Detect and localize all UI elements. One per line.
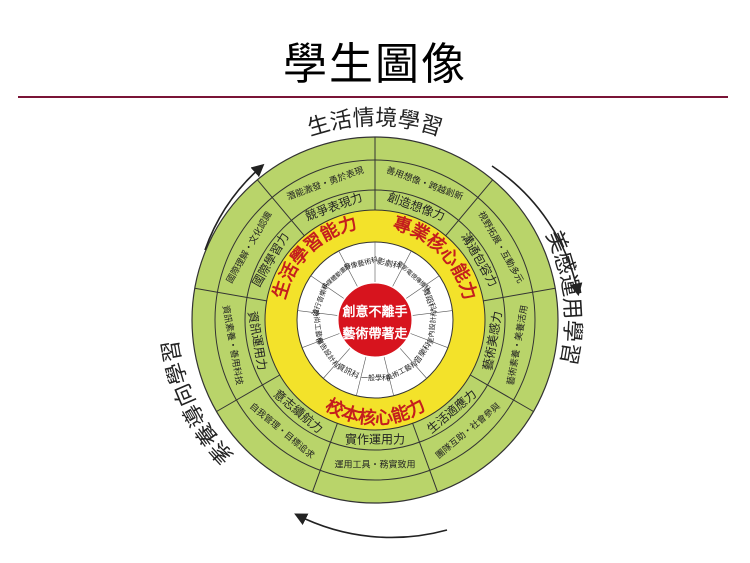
subject-divider — [323, 348, 351, 379]
subject-divider — [310, 275, 344, 299]
arrow-bottom — [294, 513, 448, 539]
title-divider — [18, 96, 728, 98]
subject-divider — [410, 333, 449, 348]
subject-divider — [301, 333, 340, 348]
page-title: 學生圖像 — [283, 39, 467, 90]
center-line-1: 創意不離手 — [341, 304, 407, 320]
subject-divider — [406, 275, 440, 299]
ring-divider — [216, 374, 280, 412]
subject-divider — [399, 348, 427, 379]
description-label: 運用工具・務實致用 — [334, 459, 415, 471]
outer-label-top: 生活情境學習 — [305, 106, 445, 142]
subject-divider — [392, 250, 412, 287]
subject-divider — [412, 310, 453, 316]
subject-label: 室內設計科 — [426, 309, 439, 345]
subject-divider — [297, 310, 338, 316]
subject-label: 時尚工藝科 — [311, 309, 324, 345]
ring-divider — [445, 179, 494, 237]
arrow-top-left — [204, 163, 265, 251]
arrow-top-right — [491, 165, 583, 297]
center-circle — [335, 280, 415, 360]
ring-dividers — [194, 137, 556, 493]
subject-divider — [338, 250, 358, 287]
subject-divider — [383, 356, 394, 396]
ring-divider — [470, 374, 534, 412]
ring-divider — [412, 423, 439, 493]
subject-divider — [356, 356, 367, 396]
competency-label: 實作運用力 — [345, 432, 405, 447]
ring-divider — [194, 287, 267, 302]
ring-divider — [256, 179, 305, 237]
subject-label: 一般學科 — [361, 373, 389, 382]
ring-divider — [483, 287, 556, 302]
ring-divider — [311, 423, 338, 493]
center-line-2: 藝術帶著走 — [342, 326, 408, 342]
